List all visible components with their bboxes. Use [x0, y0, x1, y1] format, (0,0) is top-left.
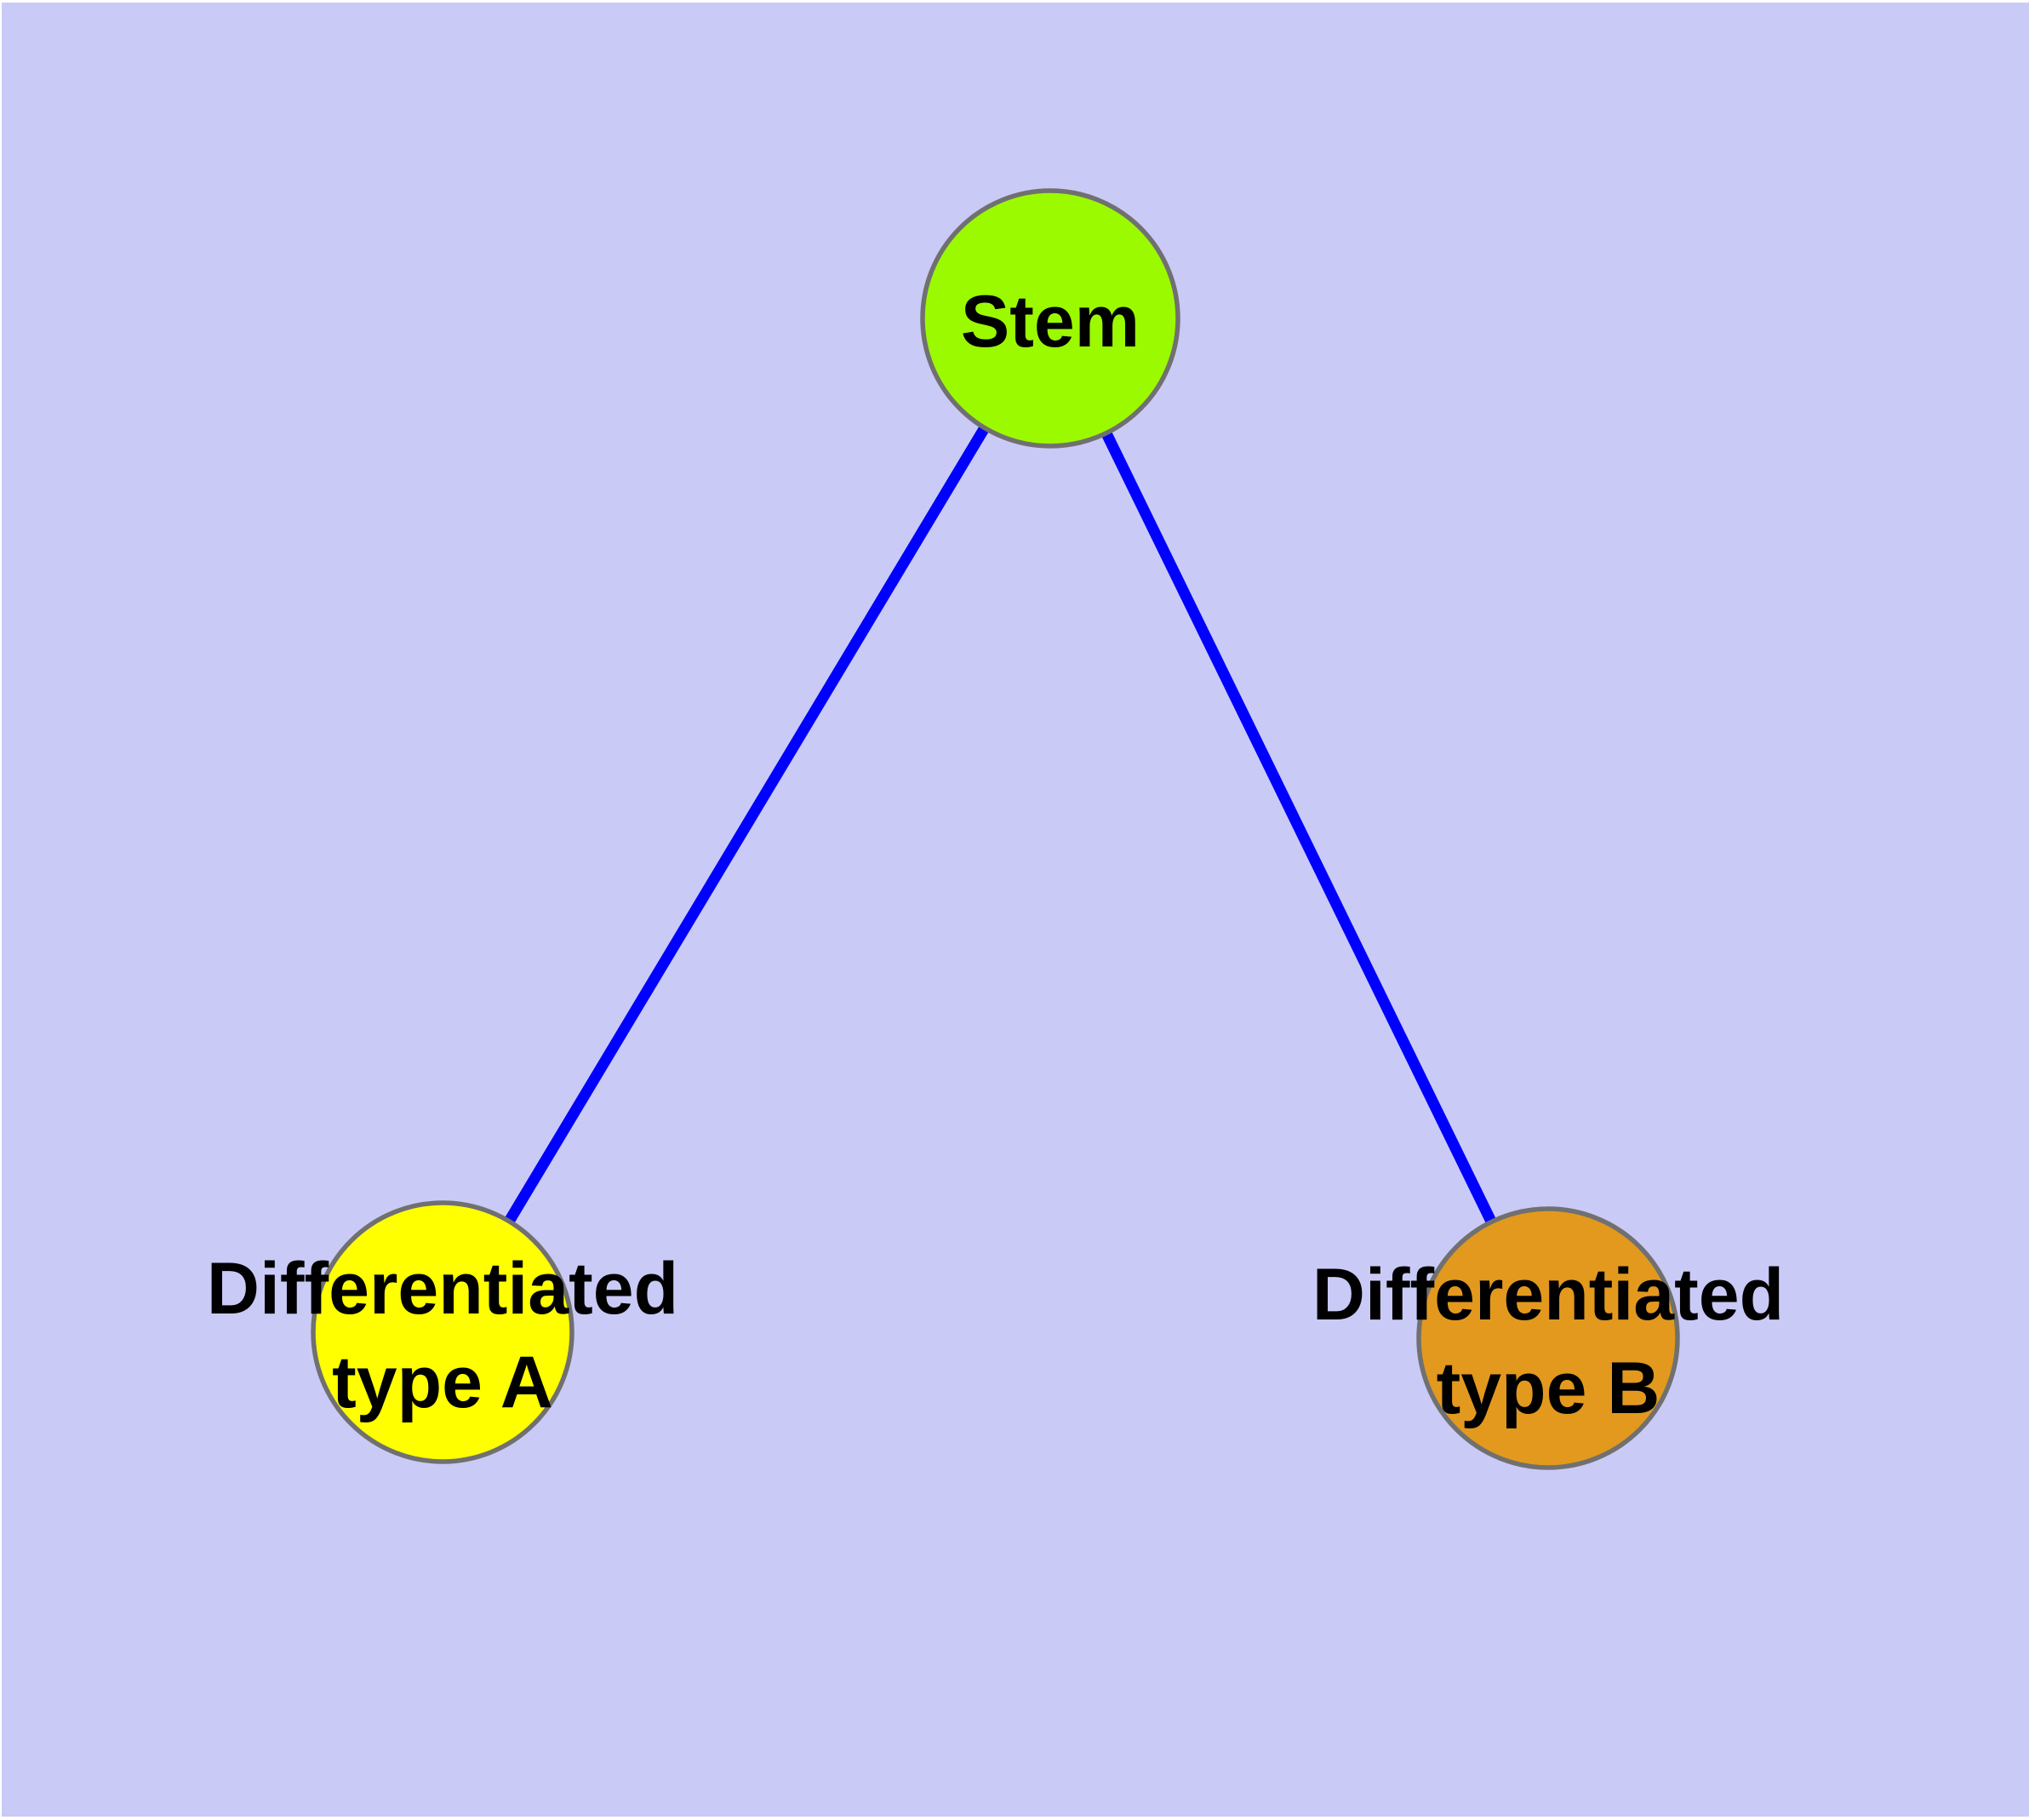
edge-stem-to-diff-b [1045, 316, 1553, 1341]
node-stem-circle [920, 188, 1180, 449]
node-diff-a-circle [311, 1200, 574, 1464]
node-diff-a-label: Differentiated type A [207, 1248, 678, 1423]
node-stem-label: Stem [961, 281, 1140, 363]
node-stem-label-line: Stem [961, 281, 1140, 363]
node-diff-a-label-line: type A [332, 1342, 553, 1423]
node-diff-b-circle [1416, 1206, 1680, 1470]
edge-stem-to-diff-a [437, 315, 1055, 1336]
node-diff-a-label-line: Differentiated [207, 1248, 678, 1330]
node-diff-b-label-line: Differentiated [1312, 1254, 1784, 1336]
node-diff-b-label-line: type B [1437, 1348, 1660, 1429]
node-diff-b-label: Differentiated type B [1312, 1254, 1784, 1429]
